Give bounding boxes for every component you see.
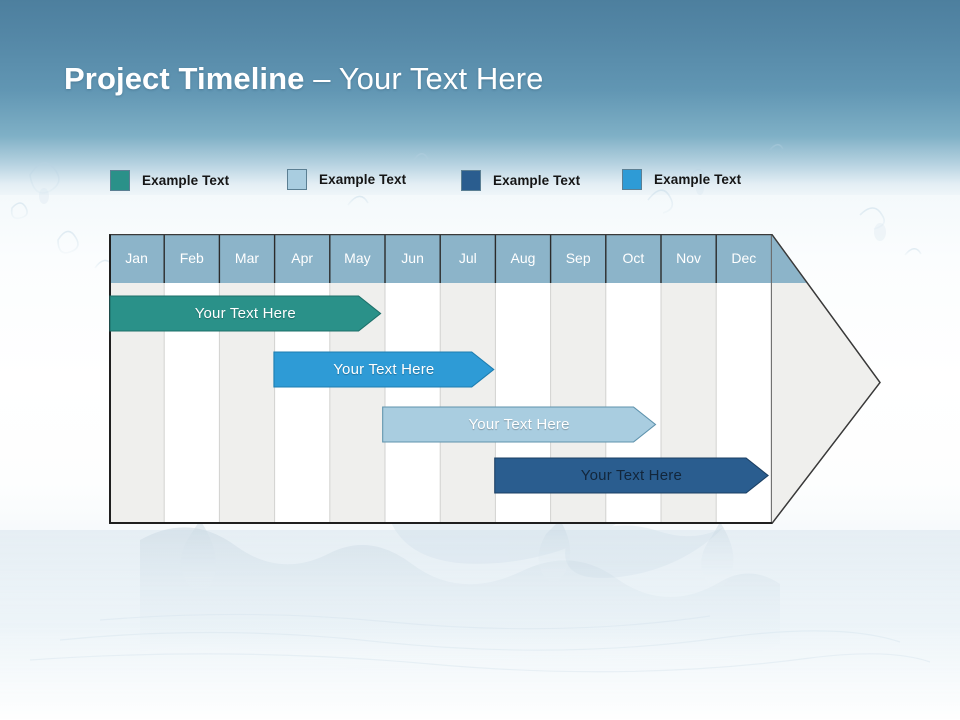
page-title-regular: – Your Text Here — [304, 61, 544, 96]
task-bar-1[interactable] — [109, 295, 382, 332]
background-sky-gradient — [0, 0, 960, 200]
legend-label-1: Example Text — [142, 173, 230, 188]
task-bar-4[interactable] — [494, 457, 769, 494]
page-title-bold: Project Timeline — [64, 61, 305, 96]
timeline-chart-svg — [109, 234, 881, 524]
timeline-column-jul — [440, 283, 496, 523]
legend-swatch-3 — [461, 170, 481, 191]
legend-label-4: Example Text — [654, 172, 742, 187]
timeline-column-jun — [385, 283, 441, 523]
legend-swatch-4 — [622, 169, 642, 190]
legend-item-3: Example Text — [461, 170, 580, 191]
task-bar-3[interactable] — [382, 406, 657, 443]
legend-item-1: Example Text — [110, 170, 229, 191]
legend-swatch-2 — [287, 169, 307, 190]
legend-swatch-1 — [110, 170, 130, 191]
timeline-header-band — [109, 234, 808, 283]
page-title: Project Timeline – Your Text Here — [64, 58, 543, 100]
task-bar-2[interactable] — [273, 351, 495, 388]
legend-item-2: Example Text — [287, 169, 406, 190]
legend-item-4: Example Text — [622, 169, 741, 190]
legend-label-3: Example Text — [493, 173, 581, 188]
legend-label-2: Example Text — [319, 172, 407, 187]
